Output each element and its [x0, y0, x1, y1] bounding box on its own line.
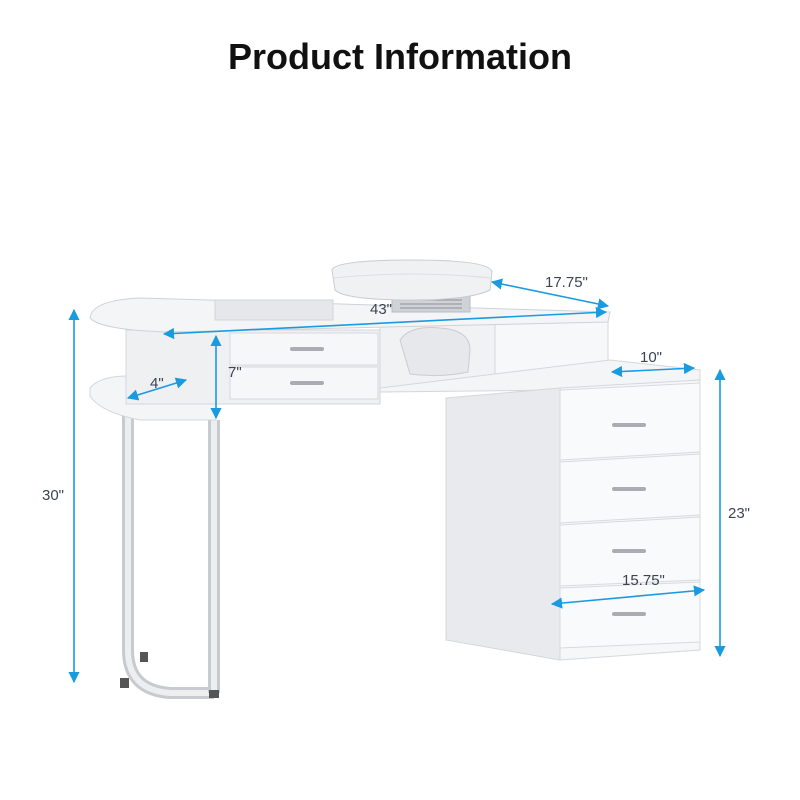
dim-line-cabinet-offset [610, 362, 696, 378]
drawer-handle [612, 423, 646, 427]
dim-line-top-depth [490, 278, 610, 310]
label-top-depth: 17.75" [545, 274, 588, 291]
drawer-cabinet [445, 379, 701, 661]
label-cabinet-width: 15.75" [622, 572, 665, 589]
dim-line-side-shelf [126, 377, 188, 401]
label-desk-width: 43" [370, 301, 392, 318]
drawer-handle [612, 549, 646, 553]
label-side-shelf: 4" [150, 375, 164, 392]
vent-panel [214, 299, 334, 321]
label-drawer-height: 7" [228, 364, 242, 381]
page-title: Product Information [228, 36, 572, 77]
desk-illustration [89, 259, 701, 699]
drawer-handle [612, 487, 646, 491]
drawer-handle [612, 612, 646, 616]
drawer-handle [290, 347, 324, 351]
dim-line-desk-width [162, 306, 608, 340]
hand-rest [331, 259, 493, 301]
drawer-handle [290, 381, 324, 385]
label-total-height: 30" [42, 487, 64, 504]
dust-collector [399, 327, 471, 377]
dim-line-cabinet-width [550, 585, 706, 609]
dimension-lines [68, 278, 726, 684]
label-cabinet-height: 23" [728, 505, 750, 522]
label-cabinet-offset: 10" [640, 349, 662, 366]
metal-leg [120, 410, 220, 699]
